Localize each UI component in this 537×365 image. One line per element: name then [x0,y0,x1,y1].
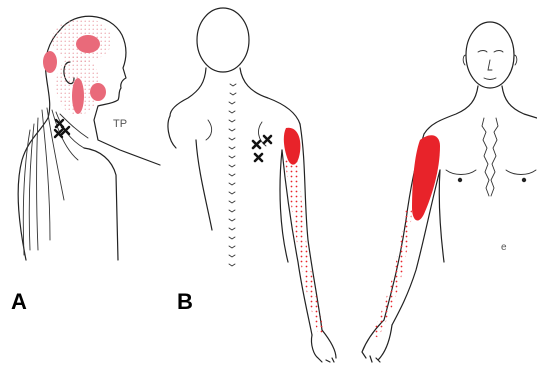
panel-a-pain-zone-neck [72,78,84,114]
panel-a-front-outline [84,148,118,260]
front-view-sternum [482,118,498,196]
panel-a-pain-zone-jaw [90,83,106,101]
front-view-head [466,22,514,88]
panel-label-a: A [11,289,27,315]
back-view-torso-left [196,140,212,230]
chest-mark-label: e [501,242,507,253]
back-view-right-shoulder [240,68,300,124]
back-view-hand [311,330,336,362]
front-view-nipple-left [458,178,462,182]
back-view-trigger-points [253,136,271,161]
panel-a-pain-zone-occiput [43,51,57,73]
panel-a-pain-zone-temple [76,35,100,53]
front-view-pain-zone-shoulder [412,135,440,220]
front-view-right-shoulder [502,86,537,118]
back-view-head [197,8,249,72]
front-view-nose-mouth [484,60,496,80]
back-view-scapula-left [206,120,212,140]
front-view-pectorals [446,170,536,175]
panel-b-back-figure [168,8,336,362]
back-view-spine [229,84,236,266]
back-view-left-arm-stub [168,116,176,148]
front-view-nipple-right [522,178,526,182]
front-view-left-shoulder [424,86,478,134]
panel-b-front-figure [362,22,537,362]
front-view-torso-left [439,170,444,262]
panel-a-trigger-points [55,120,69,137]
front-view-pain-stipple-arm [372,210,412,338]
panel-label-b: B [177,289,193,315]
trigger-point-label: TP [113,118,127,130]
back-view-pain-zone-shoulder [284,128,301,165]
back-view-left-shoulder [170,68,206,116]
panel-a-figure [18,16,160,260]
front-view-eyes [478,51,503,53]
